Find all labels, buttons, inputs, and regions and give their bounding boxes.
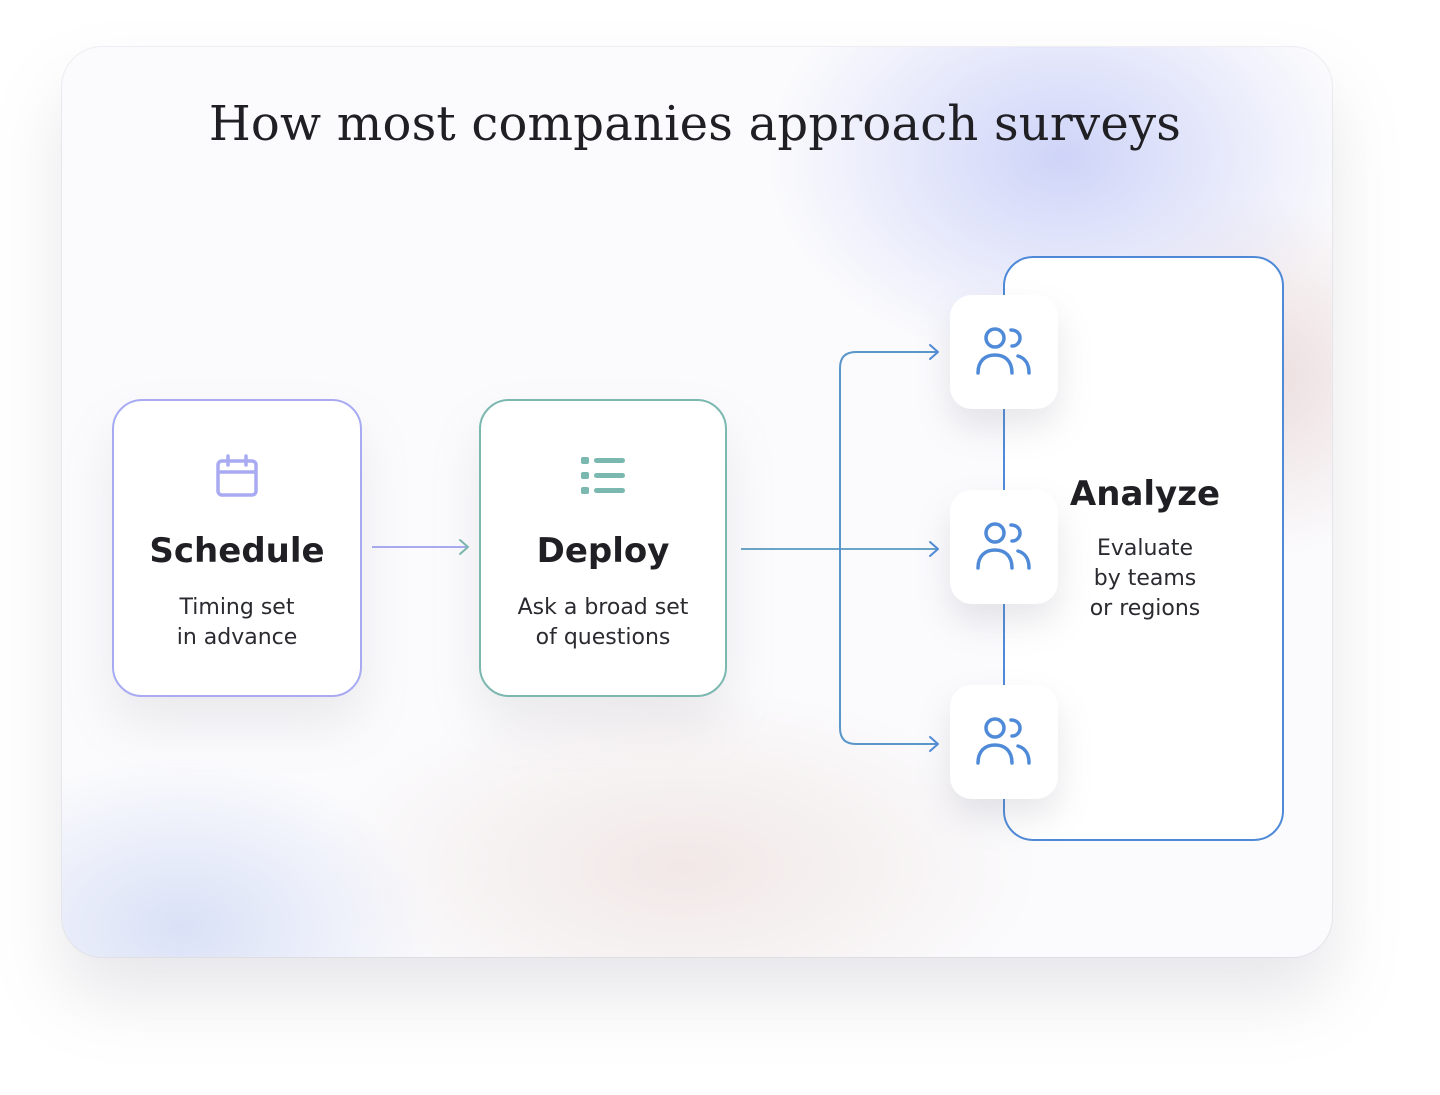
schedule-step-card: Schedule Timing set in advance xyxy=(112,399,362,697)
analyze-desc-line-3: or regions xyxy=(1089,596,1201,621)
deploy-desc-line-1: Ask a broad set xyxy=(517,595,689,620)
schedule-desc-line-2: in advance xyxy=(176,625,298,650)
analyze-desc-line-1: Evaluate xyxy=(1096,536,1194,561)
users-icon xyxy=(976,717,1031,765)
analyze-heading: Analyze xyxy=(1069,474,1221,514)
deploy-heading: Deploy xyxy=(536,531,670,571)
analyze-description: Evaluate by teams or regions xyxy=(1050,534,1240,624)
analyze-desc-line-2: by teams xyxy=(1093,566,1197,591)
team-tile xyxy=(950,685,1058,799)
team-tile xyxy=(950,490,1058,604)
deploy-description: Ask a broad set of questions xyxy=(481,593,725,653)
users-icon xyxy=(976,327,1031,375)
deploy-step-card: Deploy Ask a broad set of questions xyxy=(479,399,727,697)
schedule-description: Timing set in advance xyxy=(114,593,360,653)
page-title: How most companies approach surveys xyxy=(208,96,1182,152)
schedule-heading: Schedule xyxy=(149,531,325,571)
list-icon xyxy=(581,457,625,494)
team-tile xyxy=(950,295,1058,409)
schedule-desc-line-1: Timing set xyxy=(179,595,295,620)
users-icon xyxy=(976,522,1031,570)
deploy-desc-line-2: of questions xyxy=(535,625,671,650)
calendar-icon xyxy=(216,454,258,497)
